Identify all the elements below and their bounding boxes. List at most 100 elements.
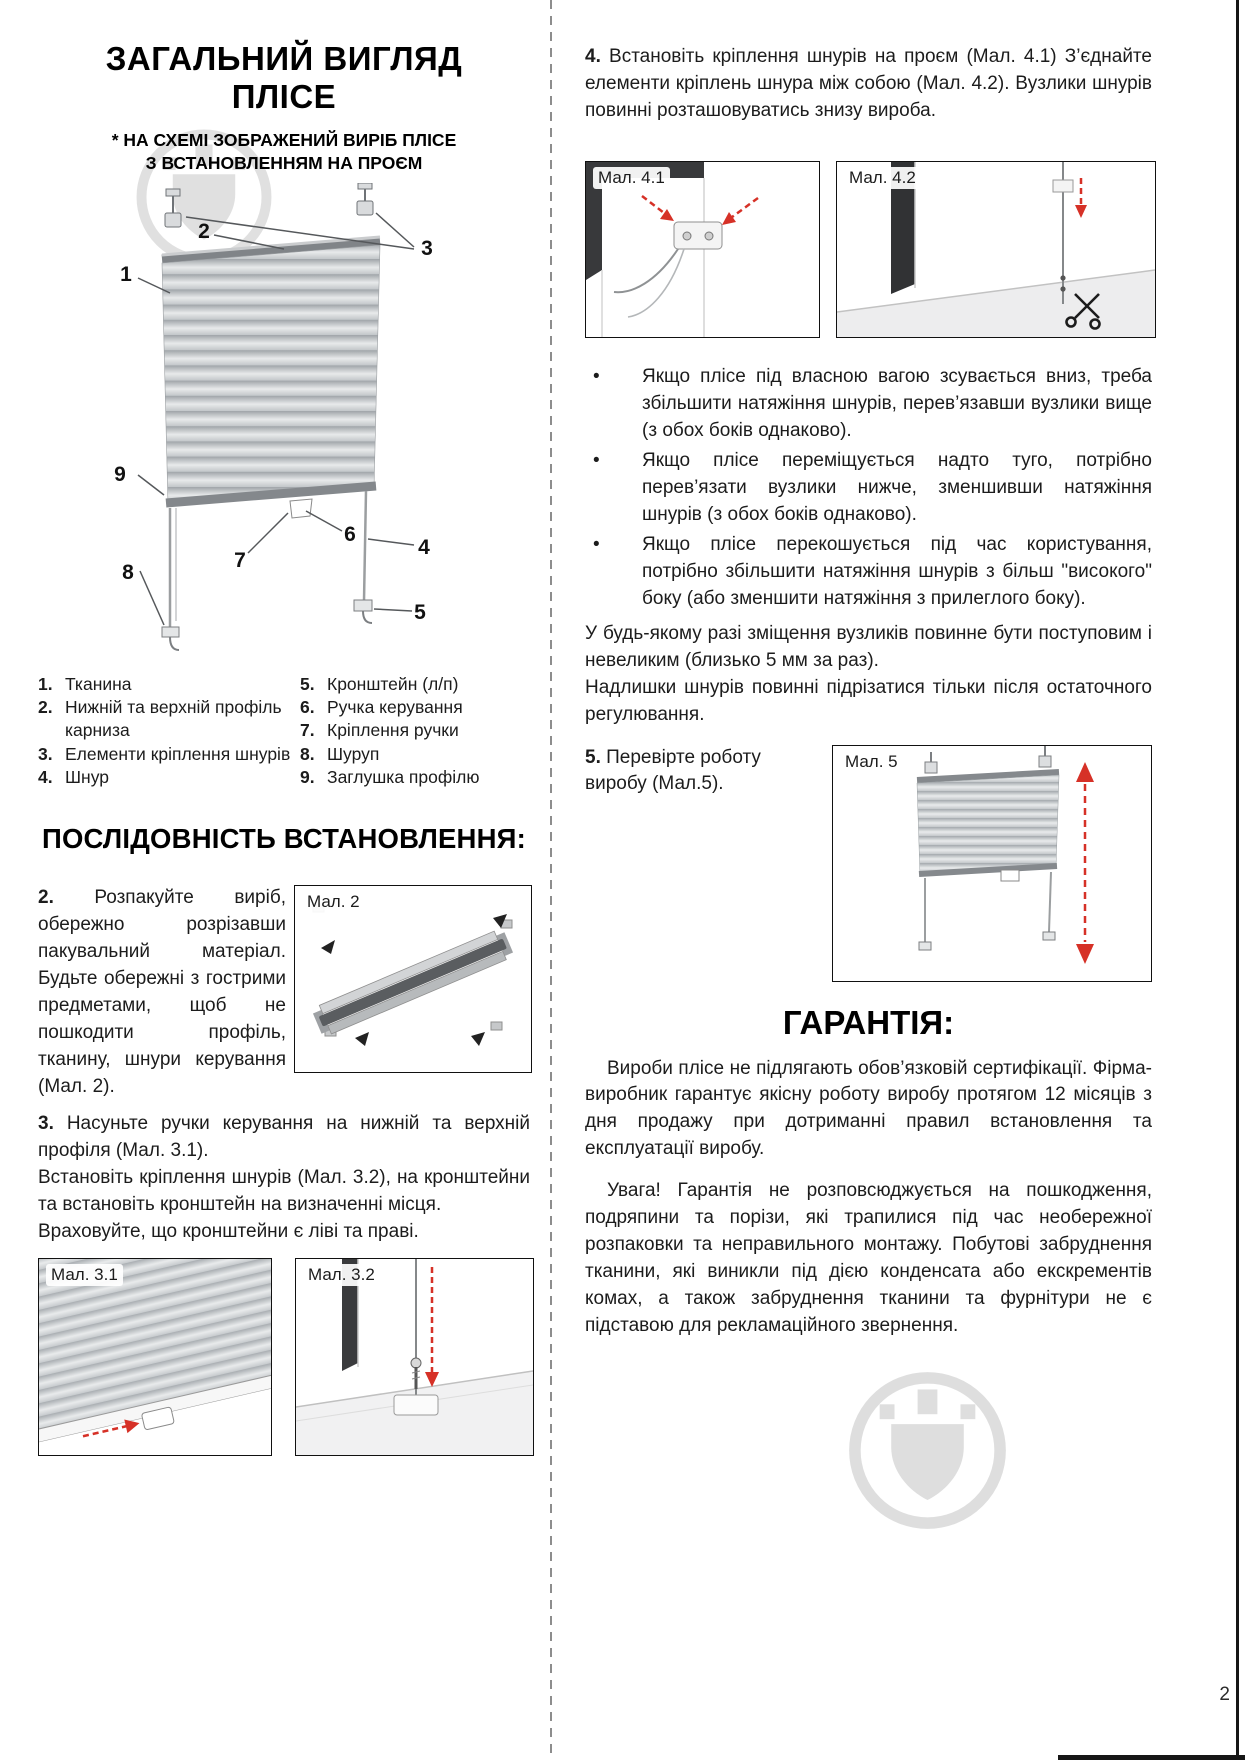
legend-text: Шуруп [327, 743, 380, 764]
window-sill [837, 269, 1155, 337]
step5-text: Перевірте роботу виробу (Мал.5). [585, 746, 761, 795]
figure-label-3-1: Мал. 3.1 [46, 1263, 123, 1286]
note-2: Надлишки шнурів повинні підрізатися тіль… [585, 676, 1152, 725]
window-glass-edge [342, 1258, 358, 1371]
fig42-cord-trim-drawing [837, 161, 1155, 337]
figure-box-4-1: Мал. 4.1 [585, 160, 820, 338]
pleated-fabric [39, 1258, 271, 1440]
figure-label-4-2: Мал. 4.2 [844, 166, 921, 189]
figure-label-5: Мал. 5 [840, 750, 903, 773]
step5-number: 5. [585, 746, 601, 768]
page-title-line1: ЗАГАЛЬНИЙ ВИГЛЯД [105, 40, 463, 77]
pleated-blind-diagram-drawing: 1 2 3 4 5 6 7 8 9 [114, 182, 433, 651]
legend-num: 5. [300, 673, 315, 694]
figures-row-4: Мал. 4.1 [585, 160, 1156, 338]
top-profile [161, 236, 381, 264]
figure-label-3-2: Мал. 3.2 [303, 1263, 380, 1286]
step4-number: 4. [585, 46, 601, 67]
legend-column-1: 1. Тканина 2. Нижній та верхній профіль ка… [38, 673, 300, 789]
window-glass-edge [891, 161, 915, 294]
cord-bracket [393, 1394, 439, 1416]
warranty-paragraph-2: Увага! Гарантія не розповсюджується на п… [585, 1180, 1152, 1337]
red-arrow-icon [425, 1266, 439, 1387]
bullet-marker: • [593, 449, 600, 471]
diagram-label-9: 9 [114, 463, 126, 486]
bullet-text: Якщо плісе переміщується надто туго, пот… [642, 449, 1152, 525]
bottom-handle [289, 498, 313, 519]
bullet-item: • Якщо плісе під власною вагою зсуваєтьс… [585, 364, 1152, 445]
adjustment-bullet-list: • Якщо плісе під власною вагою зсуваєтьс… [585, 364, 1152, 613]
figure-box-4-2: Мал. 4.2 [836, 160, 1156, 338]
right-column: 4. Встановіть кріплення шнурів на проєм … [585, 44, 1156, 1340]
step2-number: 2. [38, 887, 54, 909]
pleated-fabric [916, 774, 1060, 876]
top-bracket-left-icon [164, 188, 182, 228]
legend-num: 1. [38, 673, 53, 694]
note-1: У будь-якому разі зміщення вузликів пови… [585, 622, 1152, 671]
step5-paragraph: 5. Перевірте роботу виробу (Мал.5). [585, 745, 820, 982]
page-subtitle-line2: З ВСТАНОВЛЕННЯМ НА ПРОЄМ [145, 152, 423, 173]
top-bracket-left-icon [924, 751, 938, 773]
legend-text: Нижній та верхній профіль карниза [65, 696, 282, 741]
fig32-cord-fixing-drawing [296, 1258, 533, 1455]
cord [613, 248, 679, 294]
step4-paragraph: 4. Встановіть кріплення шнурів на проєм … [585, 44, 1152, 125]
red-arrow-icon [641, 194, 759, 225]
bullet-item: • Якщо плісе переміщується надто туго, п… [585, 448, 1152, 529]
pleated-fabric [161, 244, 381, 506]
page-subtitle: * НА СХЕМІ ЗОБРАЖЕНИЙ ВИРІБ ПЛІСЕ З ВСТА… [38, 129, 530, 175]
legend-item: 5. Кронштейн (л/п) [300, 673, 530, 696]
diagram-label-4: 4 [418, 536, 430, 559]
bullet-item: • Якщо плісе перекошується під час корис… [585, 532, 1152, 613]
figure-box-3-1: Мал. 3.1 [38, 1257, 272, 1456]
legend-item: 7.Кріплення ручки [300, 719, 530, 742]
legend-text: Тканина [65, 673, 132, 694]
figure-box-2: Мал. 2 [294, 885, 532, 1074]
cord-fastening-element [673, 221, 723, 250]
step3-line1: 3. Насуньте ручки керування на нижній та… [38, 1111, 530, 1165]
page-title-line2: ПЛІСЕ [231, 77, 337, 115]
legend-item: 2. Нижній та верхній профіль карниза [38, 696, 300, 743]
figures-row-3: Мал. 3.1 [38, 1257, 534, 1456]
top-bracket-right-icon [1038, 745, 1052, 767]
legend-item: 9.Заглушка профілю [300, 766, 530, 789]
step2-row: 2. Розпакуйте виріб, обережно розрізавши… [38, 885, 532, 1101]
step3-number: 3. [38, 1112, 54, 1134]
legend-column-2: 5.Кронштейн (л/п) 6.Ручка керування 7.Кр… [300, 673, 530, 789]
legend-num: 8. [300, 743, 315, 764]
cord-knot [1060, 286, 1066, 292]
pleated-blind-overview-diagram: 1 2 3 4 5 6 7 8 9 [38, 182, 530, 665]
page-subtitle-line1: * НА СХЕМІ ЗОБРАЖЕНИЙ ВИРІБ ПЛІСЕ [111, 130, 457, 151]
step2-text: Розпакуйте виріб, обережно розрізавши па… [38, 887, 286, 1097]
legend-item: 3.Елементи кріплення шнурів [38, 743, 300, 766]
page-title: ЗАГАЛЬНИЙ ВИГЛЯД ПЛІСЕ [38, 40, 530, 115]
adjustment-notes: У будь-якому разі зміщення вузликів пови… [585, 621, 1152, 729]
cord-knot [1060, 275, 1066, 281]
diagram-label-8: 8 [122, 561, 134, 584]
legend-item: 4.Шнур [38, 766, 300, 789]
warranty-title: ГАРАНТІЯ: [782, 1003, 955, 1041]
left-cord [161, 507, 180, 651]
column-divider [550, 0, 552, 1760]
top-profile [916, 768, 1060, 783]
legend-text: Кронштейн (л/п) [327, 673, 459, 694]
bullet-marker: • [593, 365, 600, 387]
cords [918, 871, 1056, 950]
legend-num: 4. [38, 766, 53, 787]
legend-item: 1. Тканина [38, 673, 300, 696]
step4-text: Встановіть кріплення шнурів на проєм (Ма… [585, 46, 1152, 121]
page-bottom-bar [1058, 1755, 1245, 1760]
fig5-operation-check-drawing [916, 745, 1094, 964]
callout-lines [137, 212, 415, 626]
control-handle [141, 1406, 175, 1430]
legend-num: 6. [300, 696, 315, 717]
step3-text2: Встановіть кріплення шнурів (Мал. 3.2), … [38, 1166, 530, 1215]
packed-product [312, 930, 514, 1035]
figure-label-2: Мал. 2 [302, 891, 365, 914]
top-bracket-right-icon [356, 182, 374, 216]
sequence-title: ПОСЛІДОВНІСТЬ ВСТАНОВЛЕННЯ: [41, 823, 526, 855]
legend-num: 2. [38, 696, 53, 717]
legend-num: 3. [38, 743, 53, 764]
left-column: ЗАГАЛЬНИЙ ВИГЛЯД ПЛІСЕ * НА СХЕМІ ЗОБРАЖ… [38, 40, 534, 1456]
